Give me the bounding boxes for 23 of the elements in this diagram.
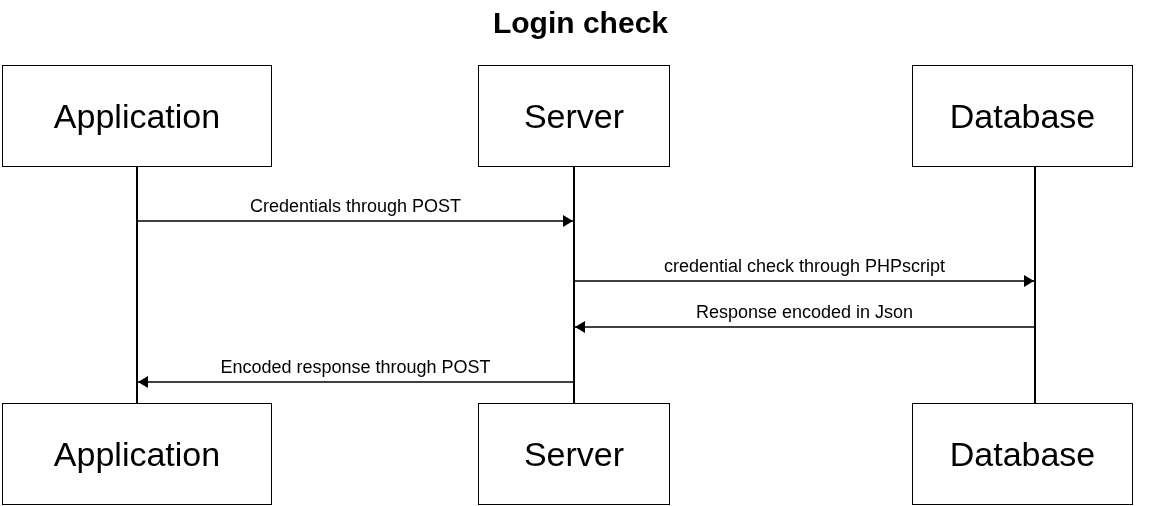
lifeline	[573, 167, 575, 403]
participant-box	[2, 65, 272, 167]
participant-name: Server	[523, 96, 625, 136]
message-label: Credentials through POST	[247, 196, 464, 217]
participant-name: Database	[949, 96, 1096, 136]
lifeline	[1034, 167, 1036, 403]
message-label: credential check through PHPscript	[661, 256, 948, 277]
participant-box	[478, 65, 670, 167]
participant-box	[2, 403, 272, 505]
diagram-title: Login check	[492, 6, 668, 39]
message-arrow	[574, 321, 1035, 333]
participant-box	[912, 403, 1133, 505]
message-arrow	[137, 376, 574, 388]
participant-box	[912, 65, 1133, 167]
participant-name: Server	[523, 434, 625, 474]
participant-box	[478, 403, 670, 505]
participant-name: Application	[53, 434, 221, 474]
participant-name: Application	[53, 96, 221, 136]
message-label: Encoded response through POST	[218, 357, 493, 378]
message-arrow	[574, 275, 1035, 287]
message-arrow	[137, 215, 574, 227]
participant-name: Database	[949, 434, 1096, 474]
lifeline	[136, 167, 138, 403]
